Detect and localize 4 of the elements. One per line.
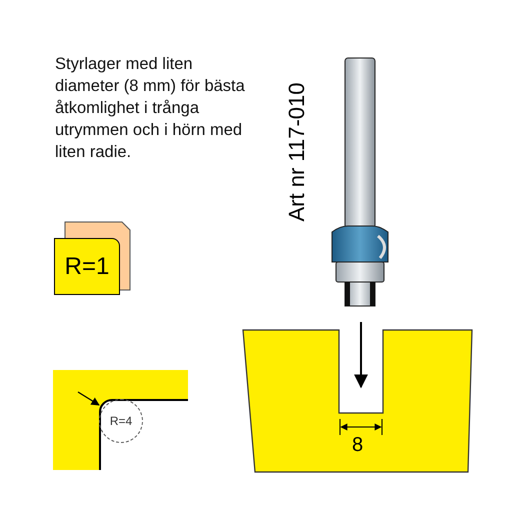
article-number: Art nr 117-010	[284, 82, 310, 224]
dimension-value: 8	[352, 434, 364, 456]
description-text: Styrlager med liten diameter (8 mm) för bästa åtkomlighet i trånga utrymmen och i hörn med liten radie.	[55, 54, 246, 163]
radius-card: R=1	[54, 238, 120, 295]
